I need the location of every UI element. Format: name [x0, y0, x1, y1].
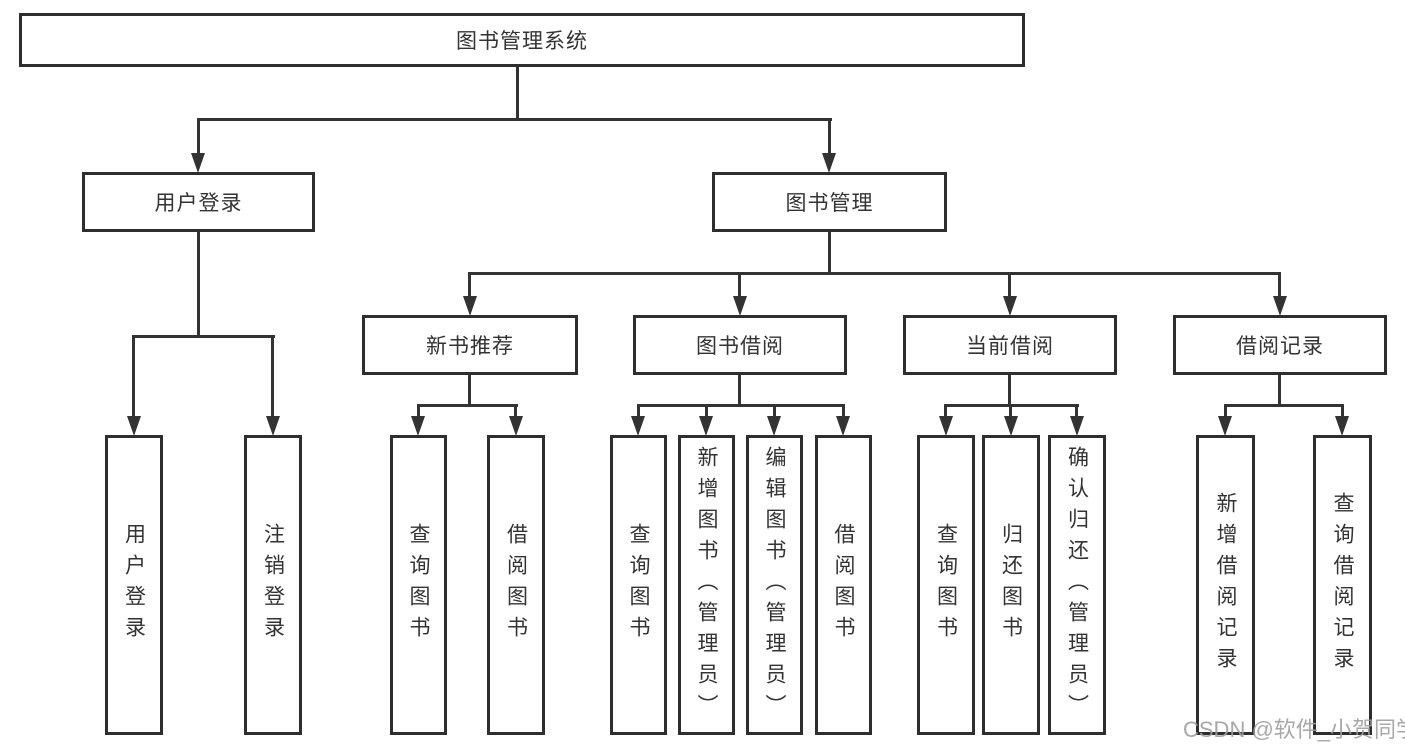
- node-label: 查询图书: [627, 523, 650, 647]
- node-book-borrow: 图书借阅: [633, 315, 847, 375]
- arrow-down-icon: [509, 416, 523, 436]
- arrow-down-icon: [1070, 416, 1084, 436]
- connector-line: [197, 118, 200, 156]
- node-book-management: 图书管理: [712, 172, 947, 232]
- node-label: 图书管理系统: [456, 30, 588, 53]
- arrow-down-icon: [836, 416, 850, 436]
- arrow-down-icon: [1003, 296, 1017, 316]
- connector-line: [738, 375, 741, 407]
- connector-line: [1224, 404, 1227, 418]
- arrow-down-icon: [127, 416, 141, 436]
- connector-line: [132, 335, 275, 338]
- leaf-borrow-books-recommend: 借阅图书: [487, 435, 545, 735]
- connector-line: [828, 118, 831, 156]
- connector-line: [1008, 375, 1011, 407]
- leaf-user-login: 用户登录: [105, 435, 163, 735]
- arrow-down-icon: [939, 416, 953, 436]
- connector-line: [1075, 404, 1078, 418]
- node-label: 用户登录: [154, 192, 243, 215]
- arrow-down-icon: [767, 416, 781, 436]
- node-label: 用户登录: [122, 523, 146, 647]
- node-library-system: 图书管理系统: [19, 13, 1025, 67]
- connector-line: [705, 404, 708, 418]
- connector-line: [773, 404, 776, 418]
- node-label: 借阅图书: [832, 523, 855, 647]
- connector-line: [468, 272, 1281, 275]
- node-label: 注销登录: [261, 523, 285, 647]
- leaf-query-books-current: 查询图书: [917, 435, 975, 735]
- node-label: 借阅图书: [504, 523, 528, 647]
- connector-line: [1278, 375, 1281, 407]
- leaf-edit-books-admin: 编辑图书（管理员）: [746, 435, 803, 735]
- connector-line: [738, 272, 741, 297]
- connector-line: [637, 404, 640, 418]
- connector-line: [197, 118, 832, 121]
- leaf-query-books-borrow: 查询图书: [610, 435, 667, 735]
- node-label: 图书借阅: [696, 335, 784, 358]
- connector-line: [1278, 272, 1281, 297]
- leaf-add-books-admin: 新增图书（管理员）: [678, 435, 735, 735]
- node-label: 新书推荐: [426, 335, 514, 358]
- node-label: 查询图书: [934, 523, 958, 647]
- connector-line: [1008, 272, 1011, 297]
- arrow-down-icon: [631, 416, 645, 436]
- leaf-query-books-recommend: 查询图书: [390, 435, 447, 735]
- leaf-return-books: 归还图书: [982, 435, 1040, 735]
- watermark: CSDN @软件_小贺同学: [1183, 717, 1405, 742]
- arrow-down-icon: [1335, 416, 1349, 436]
- connector-line: [417, 404, 518, 407]
- arrow-down-icon: [463, 296, 477, 316]
- node-label: 查询借阅记录: [1331, 492, 1354, 678]
- arrow-down-icon: [191, 153, 205, 173]
- node-label: 确认归还（管理员）: [1065, 445, 1089, 725]
- connector-line: [197, 232, 200, 337]
- arrow-down-icon: [699, 416, 713, 436]
- node-label: 借阅记录: [1236, 335, 1324, 358]
- connector-line: [637, 404, 845, 407]
- connector-line: [417, 404, 420, 418]
- leaf-query-borrow-record: 查询借阅记录: [1313, 435, 1372, 735]
- node-label: 新增借阅记录: [1214, 492, 1237, 678]
- connector-line: [271, 335, 274, 418]
- connector-line: [1224, 404, 1344, 407]
- arrow-down-icon: [1273, 296, 1287, 316]
- node-label: 编辑图书（管理员）: [763, 445, 786, 725]
- connector-line: [516, 67, 519, 118]
- leaf-confirm-return-admin: 确认归还（管理员）: [1048, 435, 1106, 735]
- leaf-add-borrow-record: 新增借阅记录: [1196, 435, 1255, 735]
- connector-line: [828, 232, 831, 272]
- node-label: 查询图书: [407, 523, 430, 647]
- arrow-down-icon: [1004, 416, 1018, 436]
- connector-line: [514, 404, 517, 418]
- node-label: 当前借阅: [966, 335, 1054, 358]
- connector-line: [468, 375, 471, 407]
- arrow-down-icon: [822, 153, 836, 173]
- connector-line: [944, 404, 947, 418]
- node-new-book-recommend: 新书推荐: [362, 315, 578, 375]
- connector-line: [1009, 404, 1012, 418]
- node-current-borrow: 当前借阅: [903, 315, 1117, 375]
- node-user-login: 用户登录: [82, 172, 315, 232]
- node-label: 图书管理: [785, 192, 874, 215]
- node-label: 新增图书（管理员）: [695, 445, 718, 725]
- leaf-borrow-books-borrow: 借阅图书: [815, 435, 872, 735]
- node-borrow-records: 借阅记录: [1173, 315, 1387, 375]
- connector-line: [468, 272, 471, 297]
- connector-line: [1341, 404, 1344, 418]
- arrow-down-icon: [266, 416, 280, 436]
- connector-line: [132, 335, 135, 418]
- node-label: 归还图书: [999, 523, 1023, 647]
- arrow-down-icon: [411, 416, 425, 436]
- arrow-down-icon: [1218, 416, 1232, 436]
- connector-line: [842, 404, 845, 418]
- leaf-logout: 注销登录: [244, 435, 302, 735]
- arrow-down-icon: [733, 296, 747, 316]
